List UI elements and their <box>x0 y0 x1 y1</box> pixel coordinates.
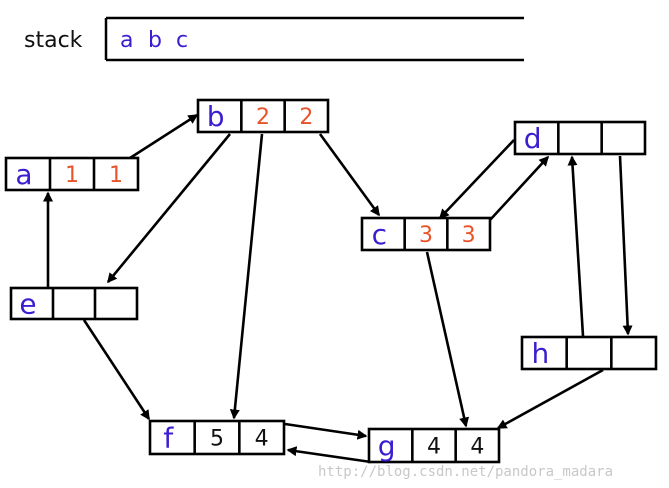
edge-b-f <box>229 133 264 420</box>
node-box <box>520 335 658 371</box>
node-box <box>148 419 286 456</box>
node-e: e <box>9 286 139 321</box>
edge-e-f <box>82 319 151 421</box>
stack-item-a: a <box>120 28 133 53</box>
watermark: http://blog.csdn.net/pandora_madara <box>318 464 613 480</box>
node-box <box>9 286 139 321</box>
node-label: a <box>15 158 32 191</box>
node-box <box>513 120 647 156</box>
edges <box>43 113 633 464</box>
stack-item-b: b <box>148 28 162 53</box>
node-low: 3 <box>462 223 476 248</box>
node-box <box>360 216 492 252</box>
edge-d-h <box>618 155 633 336</box>
node-a: a 1 1 <box>4 156 140 192</box>
edge-a-b <box>129 113 199 160</box>
node-dfn: 2 <box>256 105 270 130</box>
node-label: d <box>524 122 542 155</box>
node-g: g 4 4 <box>367 427 501 464</box>
edge-c-g <box>425 251 470 428</box>
edge-h-d <box>567 155 585 337</box>
node-label: f <box>163 422 174 455</box>
edge-f-g <box>284 422 368 440</box>
node-label: g <box>378 430 396 463</box>
node-f: f 5 4 <box>148 419 286 456</box>
edge-d-c <box>438 139 515 220</box>
node-dfn: 5 <box>210 427 224 452</box>
node-d: d <box>513 120 647 156</box>
node-box <box>4 156 140 192</box>
node-dfn: 3 <box>419 223 433 248</box>
node-dfn: 4 <box>427 435 441 460</box>
node-c: c 3 3 <box>360 216 492 252</box>
edge-c-d <box>489 155 550 221</box>
node-label: b <box>207 100 225 133</box>
node-low: 4 <box>470 435 484 460</box>
node-box <box>196 98 330 134</box>
node-b: b 2 2 <box>196 98 330 134</box>
node-label: h <box>531 337 549 370</box>
node-label: e <box>19 288 36 321</box>
edge-g-f <box>286 446 372 464</box>
edge-b-e <box>106 133 232 284</box>
node-h: h <box>520 335 658 371</box>
edge-b-c <box>318 133 381 217</box>
nodes: a 1 1 b 2 2 c 3 3 d e f 5 4 g 4 4 h <box>4 98 658 464</box>
node-dfn: 1 <box>65 163 79 188</box>
node-low: 2 <box>299 105 313 130</box>
node-box <box>367 427 501 464</box>
node-low: 1 <box>109 163 123 188</box>
node-low: 4 <box>255 427 269 452</box>
edge-h-g <box>496 368 604 430</box>
node-label: c <box>372 218 387 251</box>
stack-label: stack <box>24 28 83 53</box>
stack-item-c: c <box>176 28 188 53</box>
